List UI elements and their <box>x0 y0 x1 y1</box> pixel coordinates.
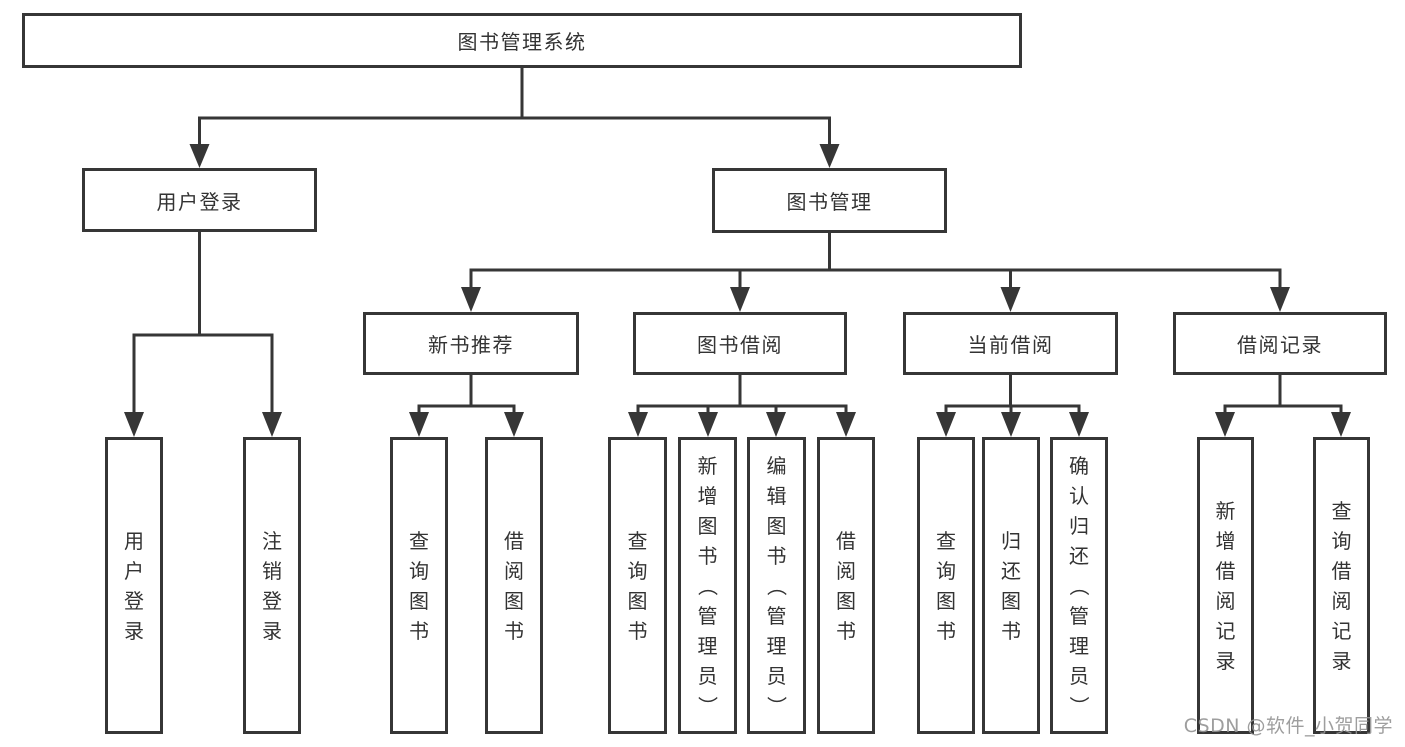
watermark: CSDN @软件_小贺同学 <box>1183 715 1393 737</box>
node-root: 图书管理系统 <box>22 13 1022 68</box>
node-new-book-recommend: 新书推荐 <box>363 312 579 375</box>
leaf-confirm-return-admin: 确认归还（管理员） <box>1050 437 1108 734</box>
leaf-add-books-admin: 新增图书（管理员） <box>678 437 737 734</box>
node-book-borrow: 图书借阅 <box>633 312 847 375</box>
node-user-login: 用户登录 <box>82 168 317 232</box>
leaf-query-borrow-record: 查询借阅记录 <box>1313 437 1370 734</box>
leaf-borrow-books-recommend: 借阅图书 <box>485 437 543 734</box>
node-borrow-record: 借阅记录 <box>1173 312 1387 375</box>
leaf-borrow-books: 借阅图书 <box>817 437 875 734</box>
leaf-query-books-borrow: 查询图书 <box>608 437 667 734</box>
node-book-management: 图书管理 <box>712 168 947 233</box>
leaf-user-login: 用户登录 <box>105 437 163 734</box>
node-current-borrow: 当前借阅 <box>903 312 1118 375</box>
leaf-query-books-current: 查询图书 <box>917 437 975 734</box>
leaf-add-borrow-record: 新增借阅记录 <box>1197 437 1254 734</box>
leaf-return-books: 归还图书 <box>982 437 1040 734</box>
leaf-query-books-recommend: 查询图书 <box>390 437 448 734</box>
leaf-logout: 注销登录 <box>243 437 301 734</box>
leaf-edit-books-admin: 编辑图书（管理员） <box>747 437 806 734</box>
